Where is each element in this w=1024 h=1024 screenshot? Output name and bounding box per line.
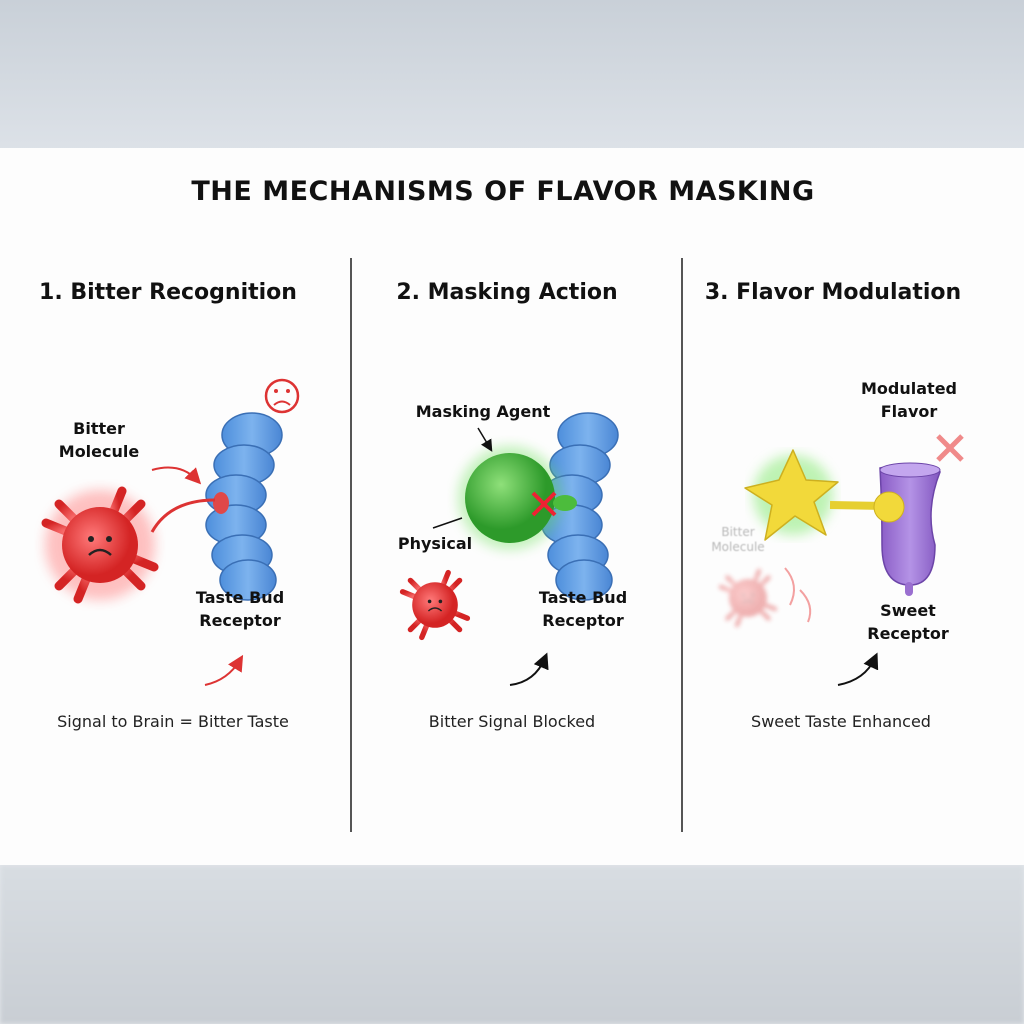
- panel-2-heading: 2. Masking Action: [396, 280, 618, 305]
- taste-bud-receptor-label: Taste Bud Receptor: [538, 588, 628, 630]
- signal-arrow: [837, 652, 879, 686]
- sweet-receptor-label: Sweet Receptor: [867, 601, 949, 643]
- faded-bitter-molecule-label: Bitter Molecule: [711, 525, 765, 554]
- page-title: THE MECHANISMS OF FLAVOR MASKING: [191, 176, 815, 207]
- sweet-receptor: [879, 465, 942, 586]
- panel-3-heading: 3. Flavor Modulation: [704, 280, 962, 305]
- panel-3-caption: Sweet Taste Enhanced: [751, 712, 931, 731]
- blocked-x-icon: [531, 491, 557, 517]
- panel-1-heading: 1. Bitter Recognition: [39, 280, 297, 305]
- physical-label: Physical: [397, 534, 473, 553]
- modulated-flavor-label: Modulated Flavor: [861, 379, 957, 421]
- bitter-molecule: [400, 570, 470, 640]
- signal-arrow: [509, 652, 549, 686]
- lab-background: [0, 865, 1024, 1024]
- binding-site: [213, 492, 229, 514]
- approach-arrow: [151, 466, 202, 485]
- panel-1-caption: Signal to Brain = Bitter Taste: [57, 712, 289, 731]
- divider: [681, 258, 683, 832]
- sad-face-icon: [264, 378, 300, 414]
- x-icon: [936, 434, 964, 462]
- signal-arrow: [204, 654, 244, 686]
- panel-2-caption: Bitter Signal Blocked: [428, 712, 596, 731]
- masking-agent-label: Masking Agent: [415, 402, 551, 421]
- bitter-molecule: [42, 487, 158, 603]
- faded-bitter-molecule: [719, 569, 777, 627]
- divider: [350, 258, 352, 832]
- bitter-molecule-label: Bitter Molecule: [58, 419, 140, 461]
- modulated-flavor-star: [744, 449, 839, 541]
- taste-bud-receptor-label: Taste Bud Receptor: [195, 588, 285, 630]
- binding-arrow: [150, 498, 216, 533]
- masking-agent: [465, 453, 555, 543]
